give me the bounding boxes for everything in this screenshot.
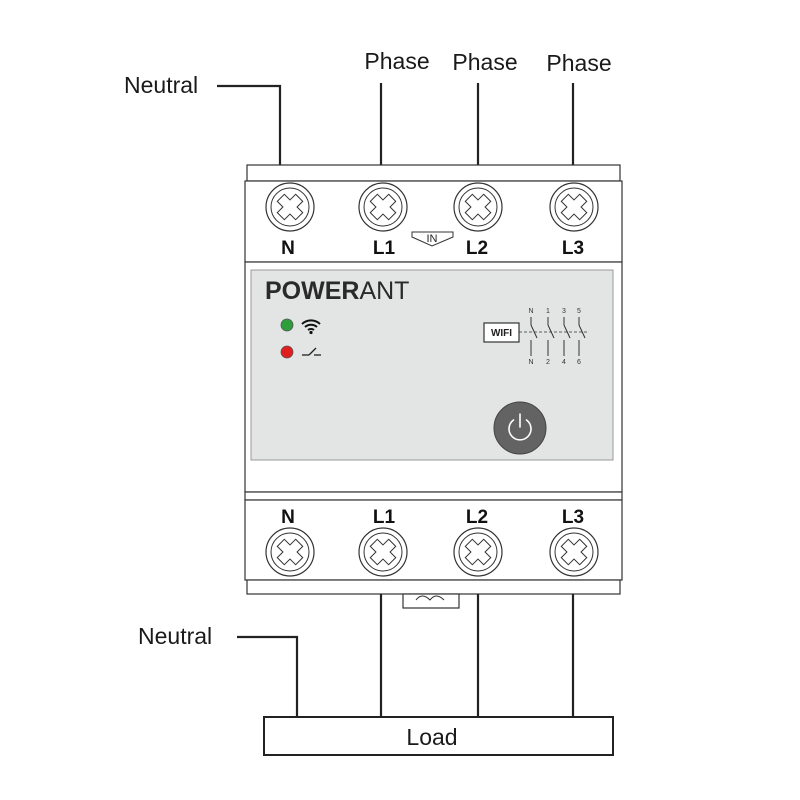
load-label: Load	[406, 724, 457, 750]
contact-number-bottom: 6	[577, 359, 581, 366]
screw-terminal	[549, 527, 599, 577]
din-clip-spring	[415, 595, 445, 601]
in-arrow-label: IN	[427, 233, 438, 245]
bottom-terminal-label: L2	[466, 507, 488, 528]
wifi-icon	[301, 319, 321, 335]
top-terminal-label: L3	[562, 238, 584, 259]
bottom-terminal-label: L1	[373, 507, 396, 528]
brand-light: ANT	[359, 277, 409, 305]
bottom-screws	[265, 527, 599, 577]
contact-number-bottom: 4	[562, 359, 566, 366]
bottom-terminal-label: L3	[562, 507, 584, 528]
contact-number-top: 1	[546, 308, 550, 315]
wifi-status-led	[280, 318, 294, 332]
output-wires	[237, 594, 575, 717]
top-terminal-label: L1	[373, 238, 396, 259]
power-icon	[508, 413, 532, 441]
top-screws	[265, 182, 599, 232]
contact-number-top: 3	[562, 308, 566, 315]
screw-terminal	[265, 527, 315, 577]
contact-number-top: N	[528, 308, 533, 315]
breaker-device	[244, 164, 623, 609]
neutral-in-wire	[217, 84, 282, 165]
top-terminal-label: N	[281, 238, 295, 259]
contact-schematic: N 1 3 5 N 2 4 6	[519, 308, 588, 366]
bottom-rail	[246, 579, 621, 595]
input-wires	[217, 83, 575, 165]
screw-terminal	[453, 182, 503, 232]
screw-terminal	[358, 527, 408, 577]
contact-number-bottom: N	[528, 359, 533, 366]
screw-terminal	[265, 182, 315, 232]
screw-terminal	[453, 527, 503, 577]
phase-3-label: Phase	[546, 50, 611, 76]
top-terminal-label: L2	[466, 238, 488, 259]
contact-number-top: 5	[577, 308, 581, 315]
switch-symbol-icon	[302, 347, 321, 356]
input-direction-arrow: IN	[411, 231, 454, 247]
wifi-box	[483, 322, 520, 343]
neutral-out-wire	[237, 635, 299, 717]
screw-terminal	[549, 182, 599, 232]
brand-logo: POWERANT	[265, 277, 409, 305]
phase-2-label: Phase	[452, 49, 517, 75]
wifi-box-label: WIFI	[491, 328, 512, 339]
front-panel	[250, 269, 614, 461]
load-box	[263, 716, 614, 756]
neutral-in-label: Neutral	[124, 72, 198, 98]
top-rail	[246, 164, 621, 182]
screw-terminal	[358, 182, 408, 232]
contact-number-bottom: 2	[546, 359, 550, 366]
brand-bold: POWER	[265, 277, 359, 305]
phase-1-label: Phase	[364, 48, 429, 74]
bottom-terminal-label: N	[281, 507, 295, 528]
power-button[interactable]	[493, 401, 547, 455]
din-clip	[402, 593, 460, 609]
switch-status-led	[280, 345, 294, 359]
lower-ridge	[244, 491, 623, 501]
neutral-out-label: Neutral	[138, 623, 212, 649]
